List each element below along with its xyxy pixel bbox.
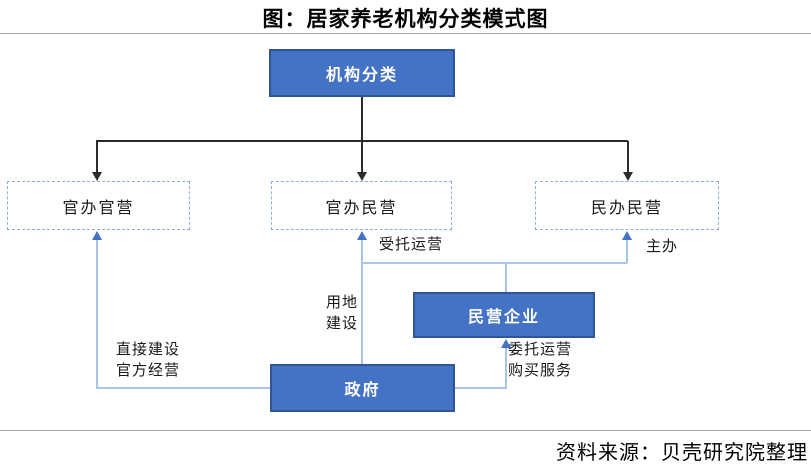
enterprise-to-right-vline: [626, 240, 628, 263]
arrow-up-icon: [357, 231, 367, 240]
node-gov-built-private-run-label: 官办民营: [325, 199, 398, 217]
root-stem-line: [361, 97, 363, 141]
enterprise-stem-vline: [505, 262, 507, 292]
arrow-up-icon: [92, 231, 102, 240]
gov-to-left-vline: [96, 240, 98, 388]
arrow-down-icon: [623, 172, 633, 181]
node-gov-built-private-run: 官办民营: [271, 181, 452, 230]
figure-title: 图：居家养老机构分类模式图: [262, 8, 549, 31]
edge-label-entrusted-operation: 受托运营: [379, 236, 444, 253]
bottom-divider: [0, 430, 811, 431]
arrow-up-icon: [501, 339, 511, 348]
gov-to-enterprise-vline: [505, 348, 507, 388]
gov-to-enterprise-hline: [455, 387, 507, 389]
branch-crossbar-line: [96, 140, 628, 142]
node-private-built-private-run-label: 民办民营: [590, 199, 663, 217]
enterprise-branch-hline: [361, 262, 627, 264]
branch-drop-right-line: [627, 141, 629, 173]
edge-label-commission-purchase: 委托运营 购买服务: [508, 341, 573, 379]
arrow-down-icon: [357, 172, 367, 181]
arrow-down-icon: [92, 172, 102, 181]
branch-drop-middle-line: [361, 141, 363, 173]
node-government: 政府: [270, 364, 455, 412]
node-private-built-private-run: 民办民营: [535, 181, 719, 230]
node-gov-built-gov-run: 官办官营: [7, 181, 190, 230]
arrow-up-icon: [622, 231, 632, 240]
node-private-enterprise: 民营企业: [413, 292, 595, 338]
source-note: 资料来源：贝壳研究院整理: [556, 442, 808, 464]
node-root-label: 机构分类: [325, 67, 398, 84]
edge-label-direct-build: 直接建设 官方经营: [116, 341, 181, 379]
gov-to-middle-vline: [361, 240, 363, 364]
edge-label-host: 主办: [646, 238, 679, 255]
gov-to-left-hline: [96, 387, 270, 389]
node-gov-built-gov-run-label: 官办官营: [62, 199, 135, 217]
node-private-enterprise-label: 民营企业: [467, 309, 540, 326]
node-root: 机构分类: [269, 49, 455, 97]
edge-label-land-construction: 用地 建设: [326, 294, 359, 332]
node-government-label: 政府: [344, 382, 381, 399]
branch-drop-left-line: [96, 141, 98, 173]
top-divider: [0, 33, 811, 34]
